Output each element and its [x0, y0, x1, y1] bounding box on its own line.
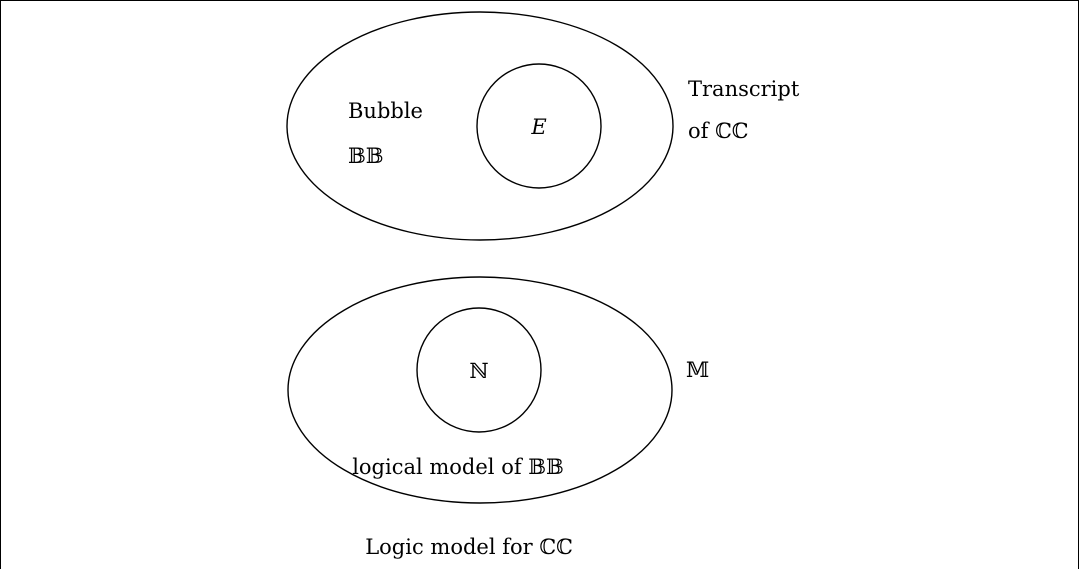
bb-label: 𝔹𝔹 [348, 144, 384, 168]
logical-model-label: logical model of 𝔹𝔹 [352, 455, 564, 479]
n-circle [416, 307, 542, 433]
n-label: ℕ [469, 359, 488, 383]
logic-model-label: Logic model for ℂℂ [365, 535, 573, 559]
e-label: E [530, 115, 546, 139]
bubble-label: Bubble [348, 99, 423, 123]
e-circle [476, 63, 602, 189]
of-cc-label: of ℂℂ [688, 119, 749, 143]
m-label: 𝕄 [686, 358, 709, 382]
transcript-ellipse [286, 11, 674, 241]
transcript-label: Transcript [688, 77, 800, 101]
m-ellipse [287, 276, 673, 504]
